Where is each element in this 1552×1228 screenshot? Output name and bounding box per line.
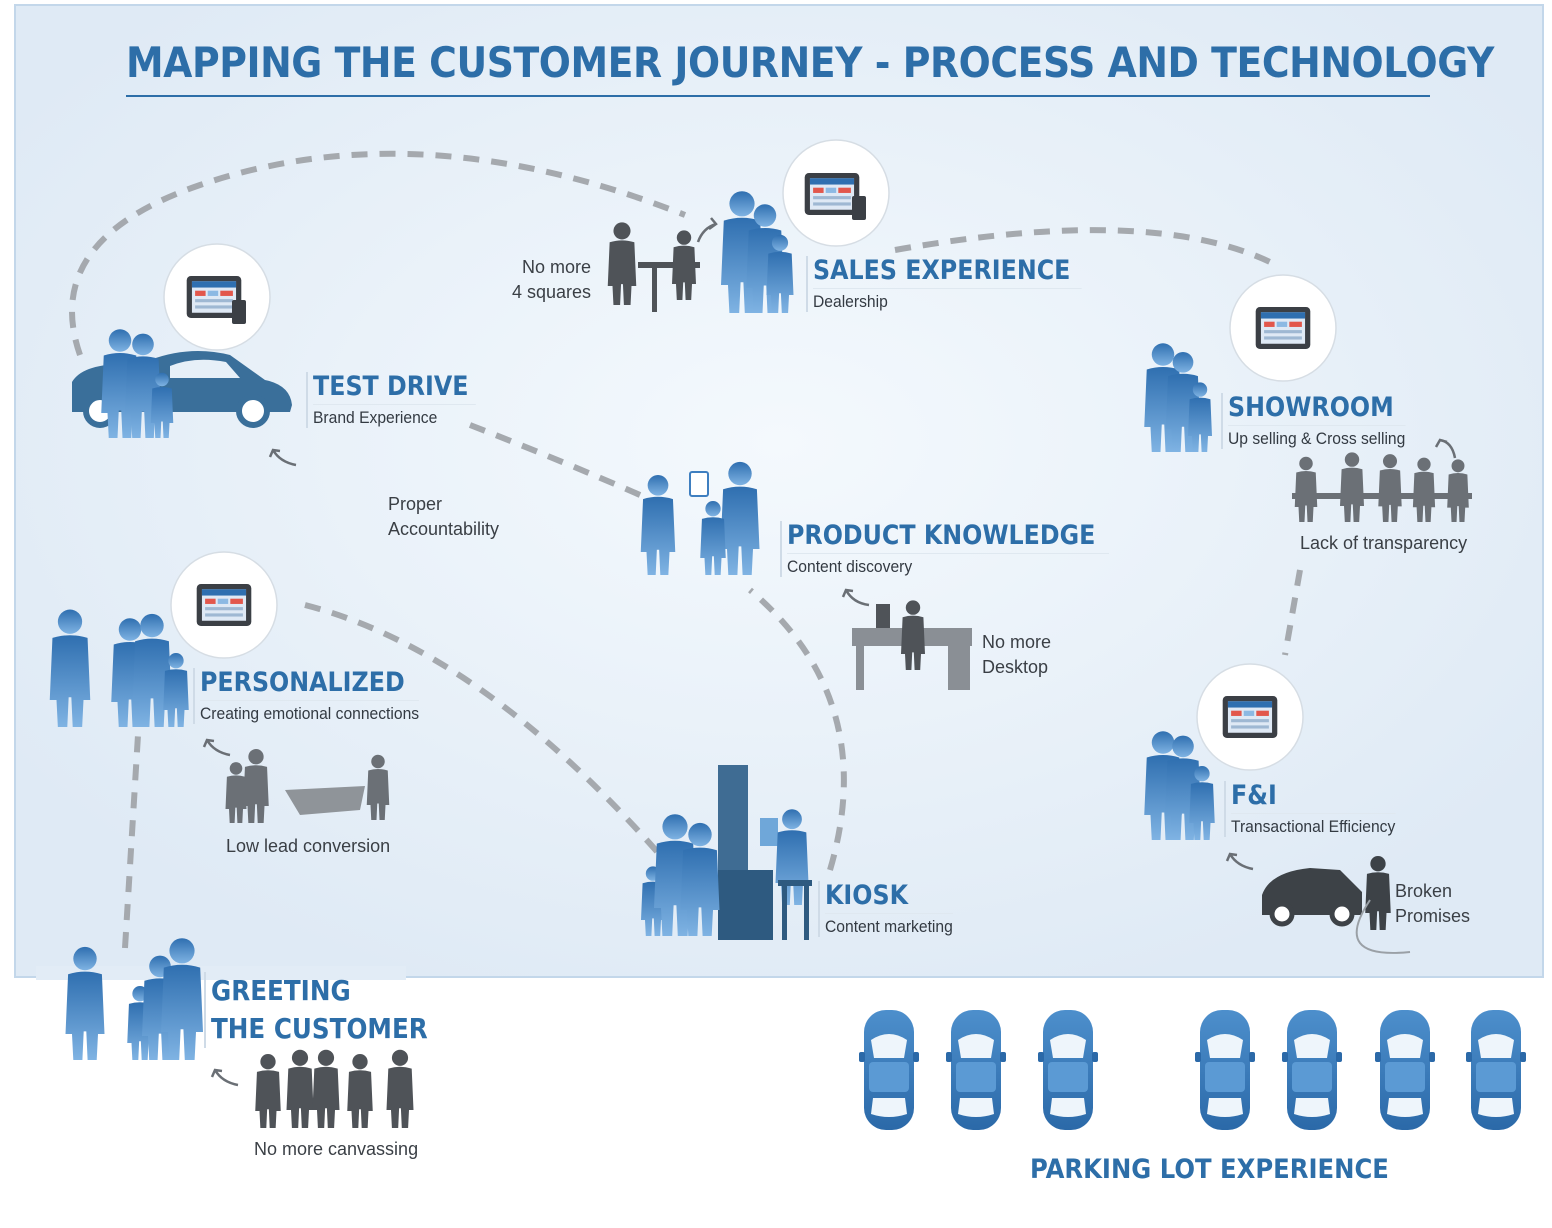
stage-fi: F&I Transactional Efficiency: [1224, 781, 1410, 837]
pain-line: No more: [522, 257, 592, 277]
stage-title: PRODUCT KNOWLEDGE: [787, 520, 1096, 551]
parking-car-3: [1038, 1010, 1098, 1130]
stage-product-knowledge: PRODUCT KNOWLEDGE Content discovery: [780, 521, 1137, 577]
stage-title: TEST DRIVE: [313, 371, 469, 402]
pain-line: Low lead conversion: [226, 836, 391, 856]
stage-subtitle: Dealership: [813, 287, 1083, 312]
pain-point-sales: No more 4 squares: [512, 255, 591, 305]
stage-title: SHOWROOM: [1228, 392, 1394, 423]
arrow-marks: [202, 217, 1457, 1087]
sales-device-icon: [782, 139, 890, 247]
car-wash-icon: [1262, 856, 1411, 954]
stage-sales-experience: SALES EXPERIENCE Dealership: [806, 256, 1105, 312]
stage-title: KIOSK: [825, 880, 908, 911]
product-tablet-icon: [689, 471, 709, 497]
pain-line: Accountability: [388, 519, 500, 540]
stage-title-line1: GREETING: [211, 974, 351, 1007]
sales-meeting-icon: [607, 222, 700, 312]
showroom-device-icon: [1229, 274, 1337, 382]
parking-lot-label: PARKING LOT EXPERIENCE: [1030, 1154, 1389, 1185]
parking-car-1: [859, 1010, 919, 1130]
stage-subtitle: Transactional Efficiency: [1231, 812, 1396, 837]
stage-subtitle: Up selling & Cross selling: [1228, 424, 1406, 449]
stage-greeting: GREETING THE CUSTOMER: [204, 972, 457, 1048]
stage-showroom: SHOWROOM Up selling & Cross selling: [1221, 393, 1421, 449]
pain-line: Lack of transparency: [1300, 533, 1468, 553]
pain-line: Desktop: [982, 657, 1049, 678]
pain-point-showroom: Lack of transparency: [1300, 531, 1467, 556]
stage-test-drive: TEST DRIVE Brand Experience: [306, 372, 490, 428]
pain-line: 4 squares: [512, 282, 592, 303]
page-title: MAPPING THE CUSTOMER JOURNEY - PROCESS A…: [126, 38, 1494, 87]
stage-personalized: PERSONALIZED Creating emotional connecti…: [193, 668, 438, 724]
parking-car-5: [1282, 1010, 1342, 1130]
desktop-desk-icon: [852, 600, 972, 690]
lead-desk-icon: [225, 749, 390, 823]
kiosk-stool-icon: [778, 880, 812, 940]
stage-title-line2: THE CUSTOMER: [211, 1011, 428, 1045]
fi-device-icon: [1196, 663, 1304, 771]
stage-title: SALES EXPERIENCE: [813, 255, 1071, 286]
parking-car-2: [946, 1010, 1006, 1130]
test-drive-device-icon: [163, 243, 271, 351]
parking-car-7: [1466, 1010, 1526, 1130]
stage-subtitle: Content discovery: [787, 552, 1110, 577]
pain-line: No more: [982, 632, 1052, 652]
parking-lot-cars: [859, 1010, 1526, 1130]
pain-point-product: No more Desktop: [982, 630, 1051, 680]
pain-point-greeting: No more canvassing: [254, 1137, 418, 1162]
stage-title: PERSONALIZED: [200, 667, 405, 698]
journey-path: [69, 150, 1303, 949]
office-meeting-icon: [1292, 452, 1472, 522]
stage-kiosk: KIOSK Content marketing: [818, 881, 964, 937]
canvassing-group-icon: [255, 1049, 414, 1128]
parking-car-4: [1195, 1010, 1255, 1130]
stage-subtitle: Content marketing: [825, 912, 953, 937]
personalized-device-icon: [170, 551, 278, 659]
kiosk-icon: [718, 765, 778, 940]
pain-point-personalized: Low lead conversion: [226, 834, 390, 859]
greeting-panel-extension: [36, 966, 406, 980]
pain-line: Proper: [388, 494, 443, 514]
pain-line: Promises: [1395, 906, 1471, 927]
parking-car-6: [1375, 1010, 1435, 1130]
stage-subtitle: Brand Experience: [313, 403, 476, 428]
pain-line: Broken: [1395, 881, 1453, 901]
stage-subtitle: Creating emotional connections: [200, 699, 420, 724]
pain-point-test-drive: Proper Accountability: [388, 492, 499, 542]
stage-title: F&I: [1231, 780, 1277, 811]
pain-point-fi: Broken Promises: [1395, 879, 1470, 929]
pain-line: No more canvassing: [254, 1139, 419, 1159]
